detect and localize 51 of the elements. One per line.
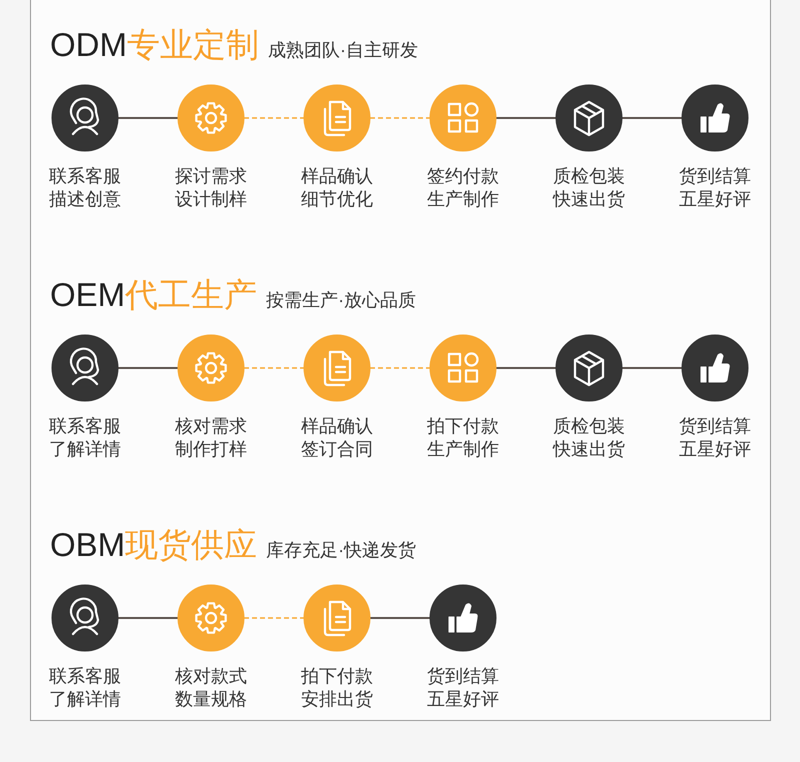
step-circle [556,84,622,152]
section-heading: ODM专业定制 [50,25,259,65]
step-circle [682,84,748,152]
step-caption: 联系客服了解详情 [49,416,121,459]
step-circle [430,84,496,152]
step-circle [682,334,748,402]
connector-line [370,617,430,619]
connector-line [118,617,178,619]
section-heading: OEM代工生产 [50,275,258,315]
step-circle [430,584,496,652]
step-caption: 联系客服描述创意 [49,166,121,209]
step-circle [52,334,118,402]
step-caption: 货到结算五星好评 [427,666,499,709]
step-circle [52,584,118,652]
connector-line [244,617,304,619]
step-caption: 核对需求制作打样 [175,416,247,459]
step-circle [178,334,244,402]
step-caption: 质检包装快速出货 [553,416,625,459]
step-circle [178,84,244,152]
step-circle [304,334,370,402]
step-caption: 样品确认细节优化 [301,166,373,209]
section-heading: OBM现货供应 [50,525,258,565]
step-circle [304,584,370,652]
connector-line [622,367,682,369]
step-caption: 核对款式数量规格 [175,666,247,709]
section-subtitle: 成熟团队·自主研发 [268,39,418,62]
step-caption: 签约付款生产制作 [427,166,499,209]
step-circle [304,84,370,152]
connector-line [496,367,556,369]
step-caption: 质检包装快速出货 [553,166,625,209]
step-circle [556,334,622,402]
step-caption: 探讨需求设计制样 [175,166,247,209]
step-caption: 样品确认签订合同 [301,416,373,459]
step-caption: 货到结算五星好评 [679,166,751,209]
connector-line [370,117,430,119]
step-caption: 货到结算五星好评 [679,416,751,459]
section-subtitle: 按需生产·放心品质 [266,289,416,312]
step-circle [52,84,118,152]
connector-line [370,367,430,369]
section-subtitle: 库存充足·快递发货 [266,539,416,562]
connector-line [244,117,304,119]
step-caption: 拍下付款安排出货 [301,666,373,709]
step-circle [430,334,496,402]
step-caption: 联系客服了解详情 [49,666,121,709]
connector-line [118,117,178,119]
connector-line [244,367,304,369]
step-caption: 拍下付款生产制作 [427,416,499,459]
step-circle [178,584,244,652]
connector-line [496,117,556,119]
connector-line [118,367,178,369]
connector-line [622,117,682,119]
